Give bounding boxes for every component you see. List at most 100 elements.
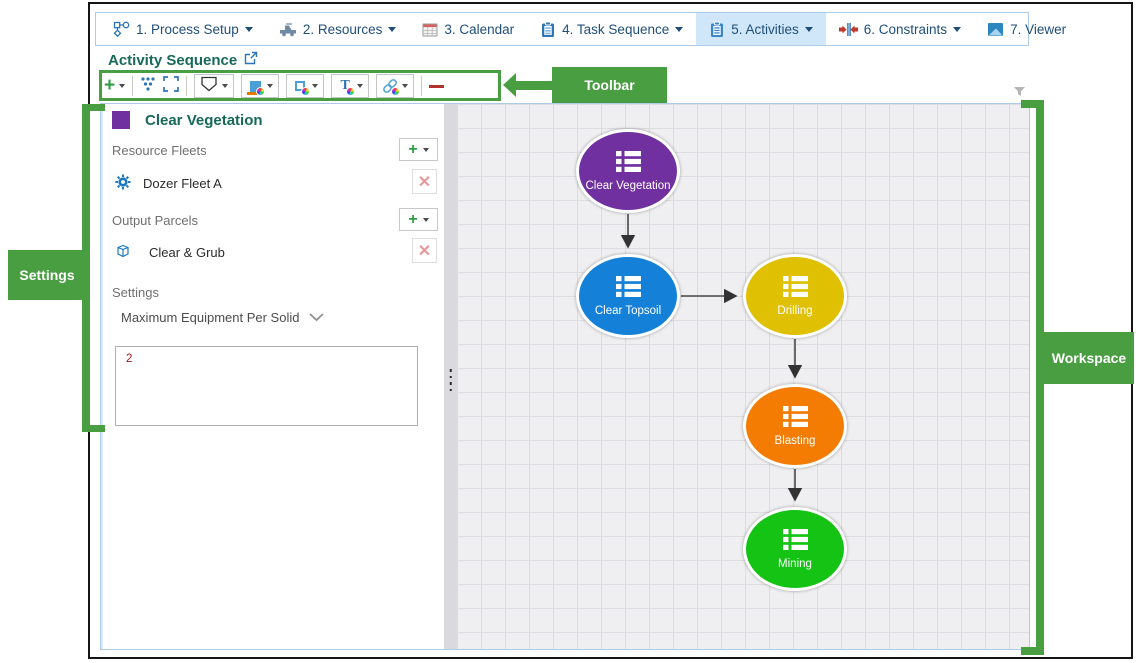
toolbar-annotation-label: Toolbar xyxy=(552,67,667,103)
add-node-button[interactable]: + xyxy=(104,74,126,98)
setting-select-value: Maximum Equipment Per Solid xyxy=(121,310,300,325)
workspace-annotation-bracket xyxy=(1036,100,1044,655)
remove-resource-fleet-button[interactable]: ✕ xyxy=(412,169,437,194)
tab-viewer[interactable]: 7. Viewer xyxy=(974,13,1079,45)
link-color-button[interactable] xyxy=(376,74,415,98)
setting-select[interactable]: Maximum Equipment Per Solid xyxy=(121,310,325,325)
list-icon xyxy=(782,405,808,432)
close-icon: ✕ xyxy=(417,242,432,260)
add-icon: + xyxy=(104,75,116,96)
dropdown-caret-icon xyxy=(953,27,962,32)
dropdown-caret-icon xyxy=(402,84,409,88)
resource-fleet-item[interactable]: Dozer Fleet A xyxy=(115,174,222,193)
auto-layout-icon xyxy=(140,76,156,97)
tab-label: 5. Activities xyxy=(731,21,799,37)
node-shape-button[interactable] xyxy=(194,74,235,98)
fit-selection-icon xyxy=(163,75,179,97)
settings-section-label: Settings xyxy=(112,285,159,300)
tab-bar: 1. Process Setup 2. Resources 3. Calenda… xyxy=(95,12,1066,46)
output-parcel-name: Clear & Grub xyxy=(149,245,225,260)
external-link-icon[interactable] xyxy=(244,51,258,69)
filter-pin-icon[interactable] xyxy=(1013,84,1026,102)
activity-node-mining[interactable]: Mining xyxy=(743,507,847,591)
content-area: Clear Vegetation Resource Fleets + Dozer… xyxy=(100,103,1030,650)
border-color-button[interactable] xyxy=(286,74,325,98)
node-label: Mining xyxy=(778,557,812,570)
dropdown-caret-icon xyxy=(267,84,274,88)
border-color-icon xyxy=(292,78,311,96)
node-label: Clear Vegetation xyxy=(585,179,671,192)
toolbar-separator xyxy=(132,76,134,96)
dropdown-caret-icon xyxy=(312,84,319,88)
edge-arrows xyxy=(620,214,803,502)
text-color-button[interactable]: T xyxy=(331,74,370,98)
setting-value-input[interactable]: 2 xyxy=(115,346,418,426)
add-icon: + xyxy=(408,210,418,228)
splitter-grip-icon xyxy=(449,369,452,391)
dropdown-caret-icon xyxy=(422,217,429,222)
tab-resources[interactable]: 2. Resources xyxy=(266,13,410,45)
tab-label: 3. Calendar xyxy=(444,21,515,37)
activity-node-blasting[interactable]: Blasting xyxy=(743,384,847,468)
add-output-parcel-button[interactable]: + xyxy=(399,208,438,231)
resource-fleet-name: Dozer Fleet A xyxy=(143,176,222,191)
tab-calendar[interactable]: 3. Calendar xyxy=(409,13,527,45)
settings-annotation-bracket-arm xyxy=(82,425,105,432)
list-icon xyxy=(615,275,641,302)
tab-label: 2. Resources xyxy=(302,21,383,37)
tab-activities[interactable]: 5. Activities xyxy=(696,13,826,45)
cube-icon xyxy=(115,243,131,262)
process-setup-icon xyxy=(113,21,130,38)
workspace-annotation-bracket-arm xyxy=(1021,100,1044,108)
add-icon: + xyxy=(408,140,418,158)
remove-output-parcel-button[interactable]: ✕ xyxy=(412,238,437,263)
workspace-annotation-bracket-arm xyxy=(1021,647,1044,655)
tab-process-setup[interactable]: 1. Process Setup xyxy=(100,13,266,45)
gear-icon xyxy=(115,174,131,193)
activity-title-row: Clear Vegetation xyxy=(112,111,263,129)
fill-color-icon xyxy=(247,78,266,96)
dropdown-caret-icon xyxy=(244,27,253,32)
dropdown-caret-icon xyxy=(422,147,429,152)
panel-splitter[interactable] xyxy=(444,104,457,649)
activity-color-swatch[interactable] xyxy=(112,111,130,129)
fit-selection-button[interactable] xyxy=(163,74,179,98)
tab-label: 7. Viewer xyxy=(1010,21,1067,37)
activity-node-drilling[interactable]: Drilling xyxy=(743,254,847,338)
node-label: Drilling xyxy=(777,304,813,317)
workspace[interactable]: Clear Vegetation Clear Topsoil xyxy=(457,104,1029,649)
activities-icon xyxy=(709,21,725,38)
settings-annotation-label: Settings xyxy=(8,250,86,300)
list-icon xyxy=(615,150,641,177)
constraints-icon xyxy=(838,22,858,37)
text-color-icon: T xyxy=(337,78,356,96)
tab-label: 4. Task Sequence xyxy=(562,21,670,37)
node-shape-icon xyxy=(200,76,218,97)
dropdown-caret-icon xyxy=(804,27,813,32)
dropdown-caret-icon xyxy=(675,27,684,32)
calendar-icon xyxy=(422,22,438,37)
node-label: Clear Topsoil xyxy=(594,304,662,317)
remove-button[interactable] xyxy=(429,74,445,98)
toolbar-annotation-outline xyxy=(99,70,501,101)
tab-constraints[interactable]: 6. Constraints xyxy=(826,13,974,45)
auto-layout-button[interactable] xyxy=(140,74,156,98)
activity-node-clear-topsoil[interactable]: Clear Topsoil xyxy=(576,254,680,338)
output-parcel-item[interactable]: Clear & Grub xyxy=(115,243,225,262)
workspace-annotation-label: Workspace xyxy=(1044,332,1134,384)
settings-annotation-bracket xyxy=(82,104,90,432)
tab-task-sequence[interactable]: 4. Task Sequence xyxy=(527,13,696,45)
add-resource-fleet-button[interactable]: + xyxy=(399,138,438,161)
tab-label: 6. Constraints xyxy=(863,21,948,37)
dropdown-caret-icon xyxy=(119,84,126,88)
toolbar-separator xyxy=(421,76,423,96)
chevron-down-icon xyxy=(309,310,325,325)
resource-fleets-label: Resource Fleets xyxy=(112,143,207,158)
toolbar: + xyxy=(104,74,445,98)
node-label: Blasting xyxy=(774,434,816,447)
dropdown-caret-icon xyxy=(388,27,397,32)
settings-panel: Clear Vegetation Resource Fleets + Dozer… xyxy=(101,104,444,649)
page-title: Activity Sequence xyxy=(108,51,258,69)
fill-color-button[interactable] xyxy=(241,74,280,98)
activity-node-clear-vegetation[interactable]: Clear Vegetation xyxy=(576,129,680,213)
